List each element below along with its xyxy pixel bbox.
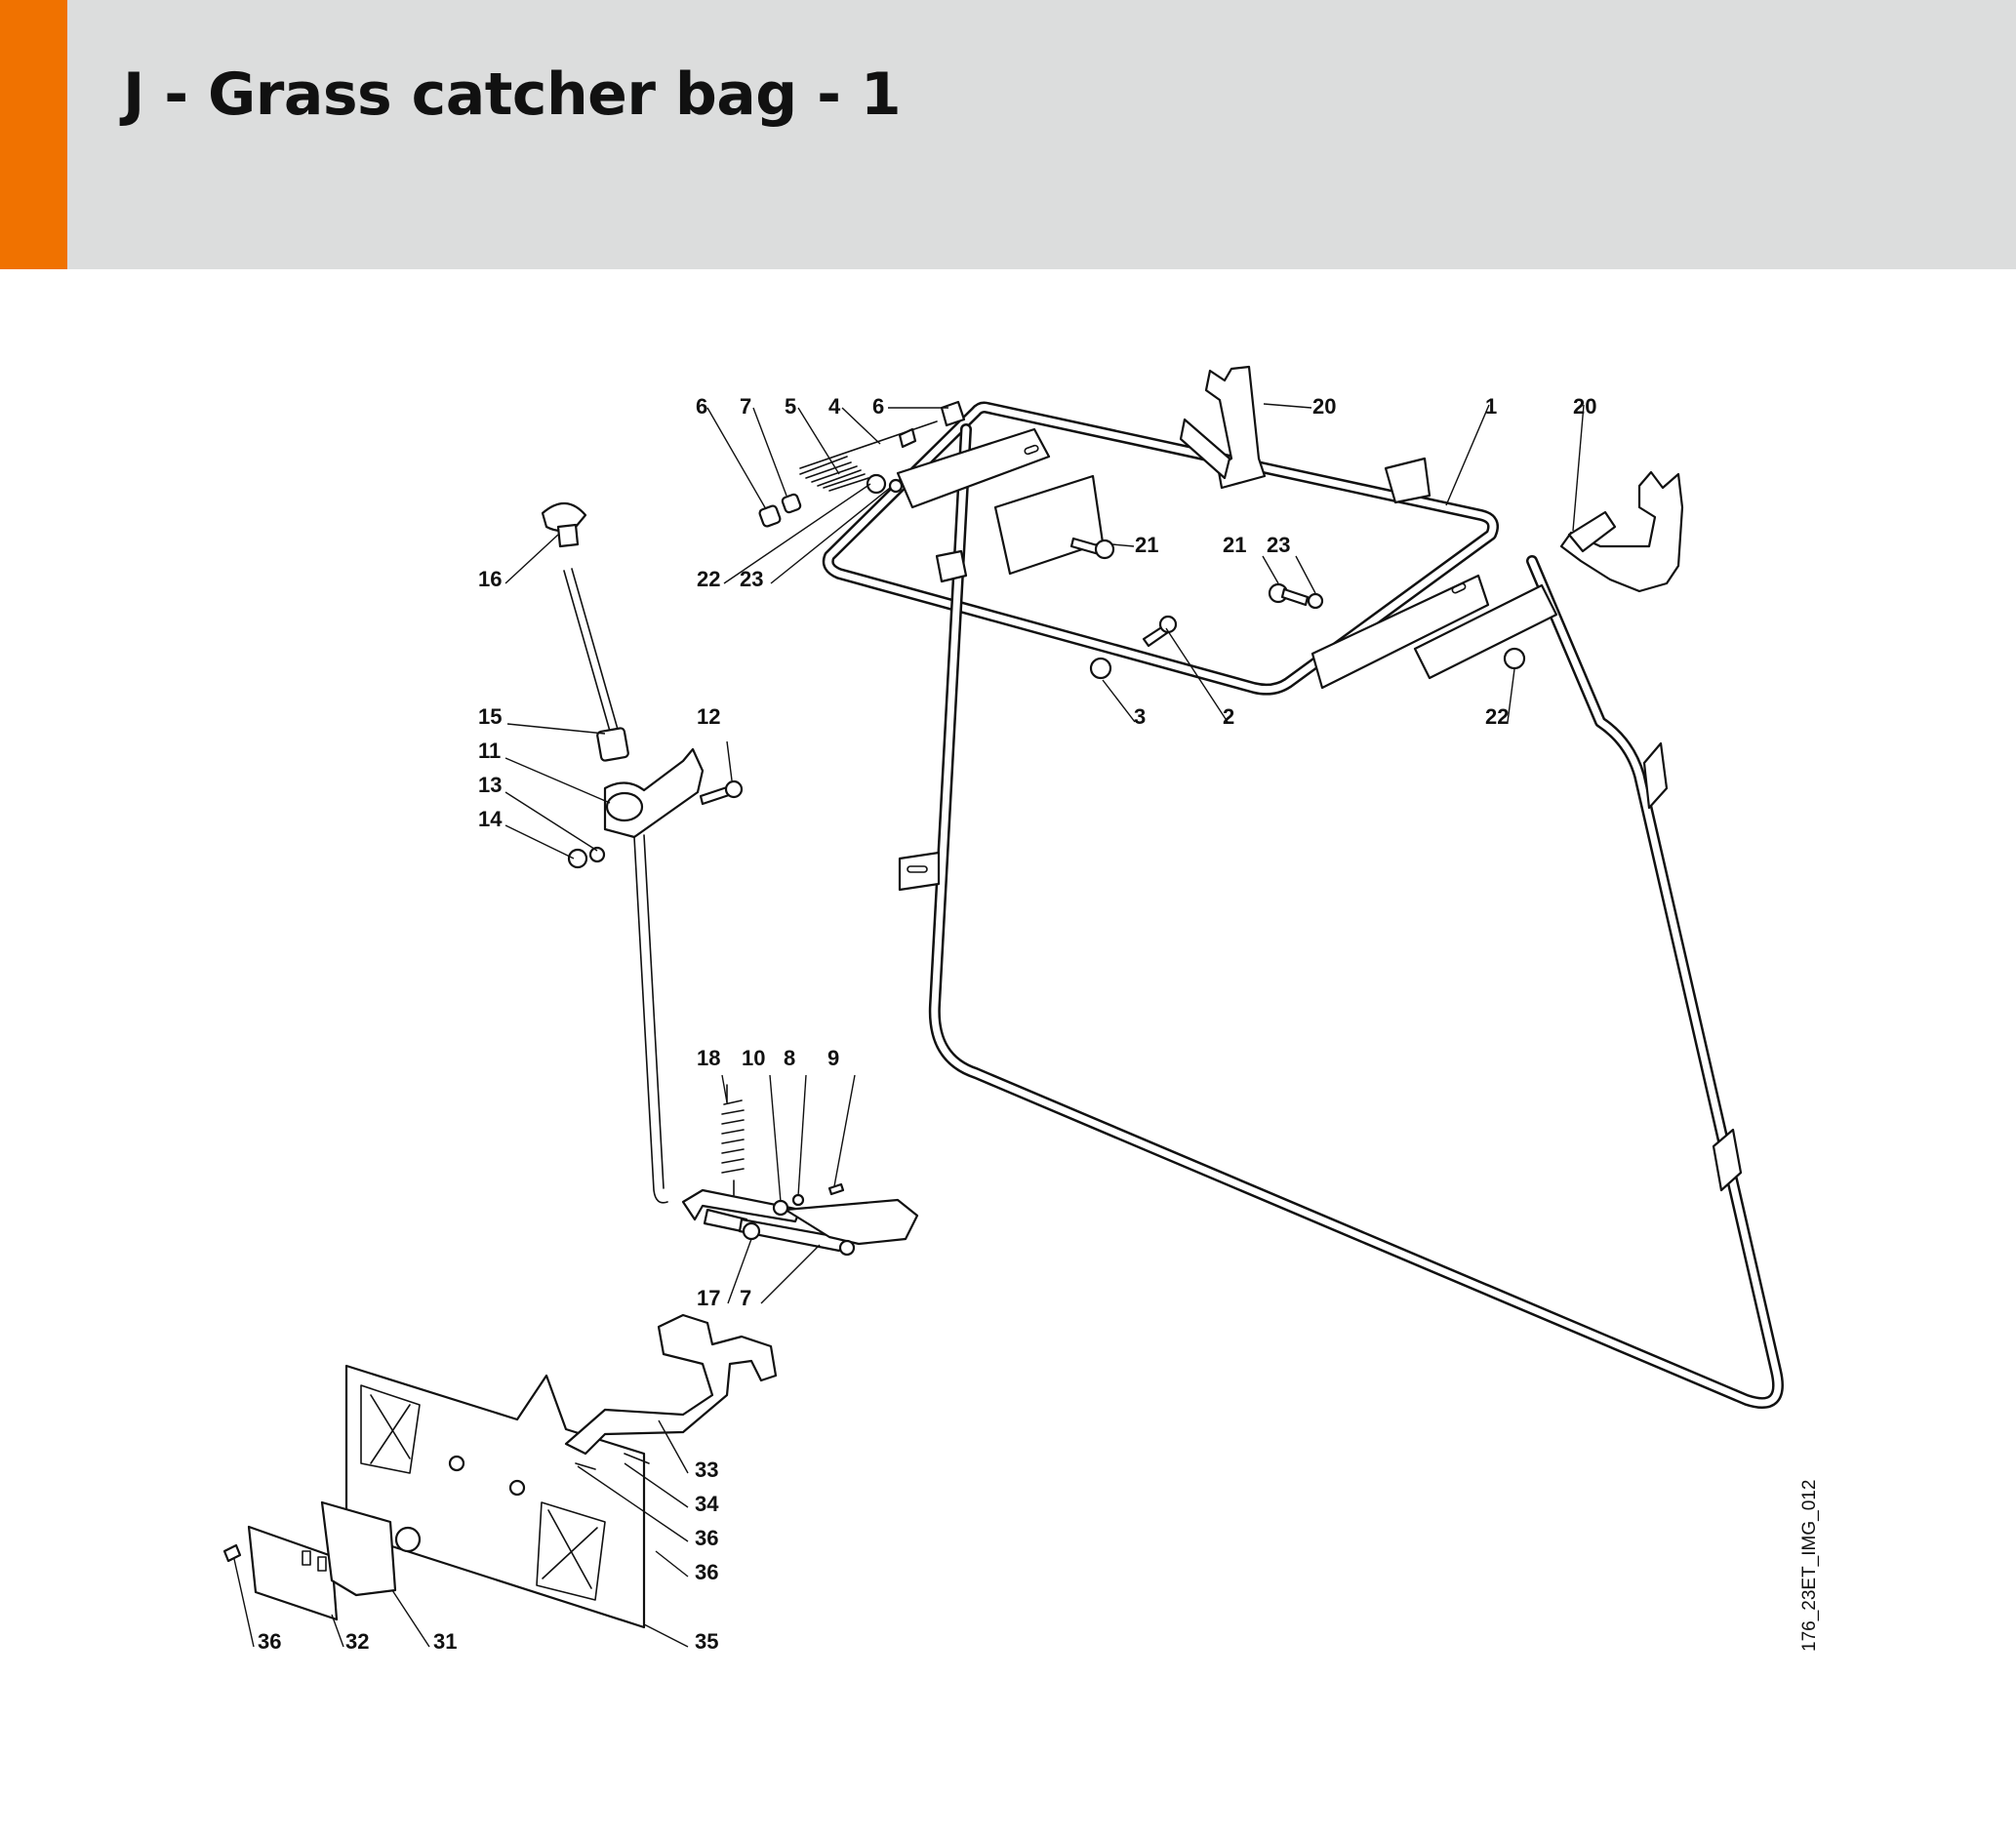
callout-36-c: 36 bbox=[258, 1629, 281, 1654]
callout-18: 17 bbox=[697, 1286, 720, 1310]
callout-21-right: 21 bbox=[1223, 533, 1246, 557]
leader-lines bbox=[233, 403, 1585, 1648]
callout-numbers: 6 7 5 4 6 20 1 20 16 22 23 21 21 23 3 2 … bbox=[258, 394, 1596, 1654]
exploded-parts-diagram: 6 7 5 4 6 20 1 20 16 22 23 21 21 23 3 2 … bbox=[222, 365, 1820, 1654]
callout-10: 9 bbox=[827, 1046, 839, 1070]
callout-7: 7 bbox=[740, 394, 751, 419]
callout-33: 33 bbox=[695, 1458, 718, 1482]
callout-12: 11 bbox=[478, 739, 501, 763]
callout-36-a: 36 bbox=[695, 1526, 718, 1550]
callout-15: 14 bbox=[478, 807, 503, 831]
page-header: J - Grass catcher bag - 1 bbox=[0, 0, 2016, 269]
nut-part-22-right bbox=[1503, 647, 1526, 670]
callout-31: 31 bbox=[433, 1629, 457, 1654]
lever-assembly bbox=[541, 501, 744, 1204]
callout-6-right: 6 bbox=[872, 394, 884, 419]
screw-part-21-left bbox=[1069, 537, 1115, 560]
callout-13: 12 bbox=[697, 704, 720, 729]
callout-36-b: 36 bbox=[695, 1560, 718, 1584]
callout-9: 8 bbox=[784, 1046, 795, 1070]
hook-bracket-left-part-20 bbox=[1179, 365, 1267, 490]
callout-11: 10 bbox=[742, 1046, 765, 1070]
callout-8: 7 bbox=[740, 1286, 751, 1310]
callout-17: 16 bbox=[478, 567, 502, 591]
callout-5: 5 bbox=[785, 394, 796, 419]
callout-6-left: 6 bbox=[696, 394, 707, 419]
hook-bracket-right-part-20 bbox=[1559, 470, 1684, 593]
latch-assembly bbox=[222, 1313, 778, 1629]
callout-20-right: 20 bbox=[1573, 394, 1596, 419]
callout-14: 13 bbox=[478, 773, 502, 797]
callout-34: 34 bbox=[695, 1492, 719, 1516]
screw-part-2 bbox=[1142, 615, 1178, 648]
frame-part-1 bbox=[822, 401, 1784, 1409]
nut-part-3 bbox=[1089, 657, 1112, 680]
page-title: J - Grass catcher bag - 1 bbox=[123, 60, 902, 129]
callout-2: 2 bbox=[1223, 704, 1234, 729]
callout-4: 4 bbox=[828, 394, 841, 419]
callout-1: 1 bbox=[1485, 394, 1497, 419]
callout-35: 35 bbox=[695, 1629, 718, 1654]
callout-23-left: 23 bbox=[740, 567, 763, 591]
header-accent-bar bbox=[0, 0, 67, 269]
washer-part-23 bbox=[1307, 592, 1324, 610]
linkage-assembly bbox=[681, 1084, 919, 1257]
callout-19: 18 bbox=[697, 1046, 720, 1070]
image-reference-code: 176_23ET_IMG_012 bbox=[1799, 1480, 1820, 1652]
rod-spring-assembly bbox=[758, 400, 966, 528]
callout-20-top: 20 bbox=[1312, 394, 1336, 419]
callout-32: 32 bbox=[345, 1629, 369, 1654]
screw-part-21-right bbox=[1268, 582, 1310, 607]
callout-22-left: 22 bbox=[697, 567, 720, 591]
callout-22-right: 22 bbox=[1485, 704, 1509, 729]
callout-23-right: 23 bbox=[1267, 533, 1290, 557]
callout-3: 3 bbox=[1134, 704, 1146, 729]
callout-16: 15 bbox=[478, 704, 502, 729]
callout-21-left: 21 bbox=[1135, 533, 1158, 557]
